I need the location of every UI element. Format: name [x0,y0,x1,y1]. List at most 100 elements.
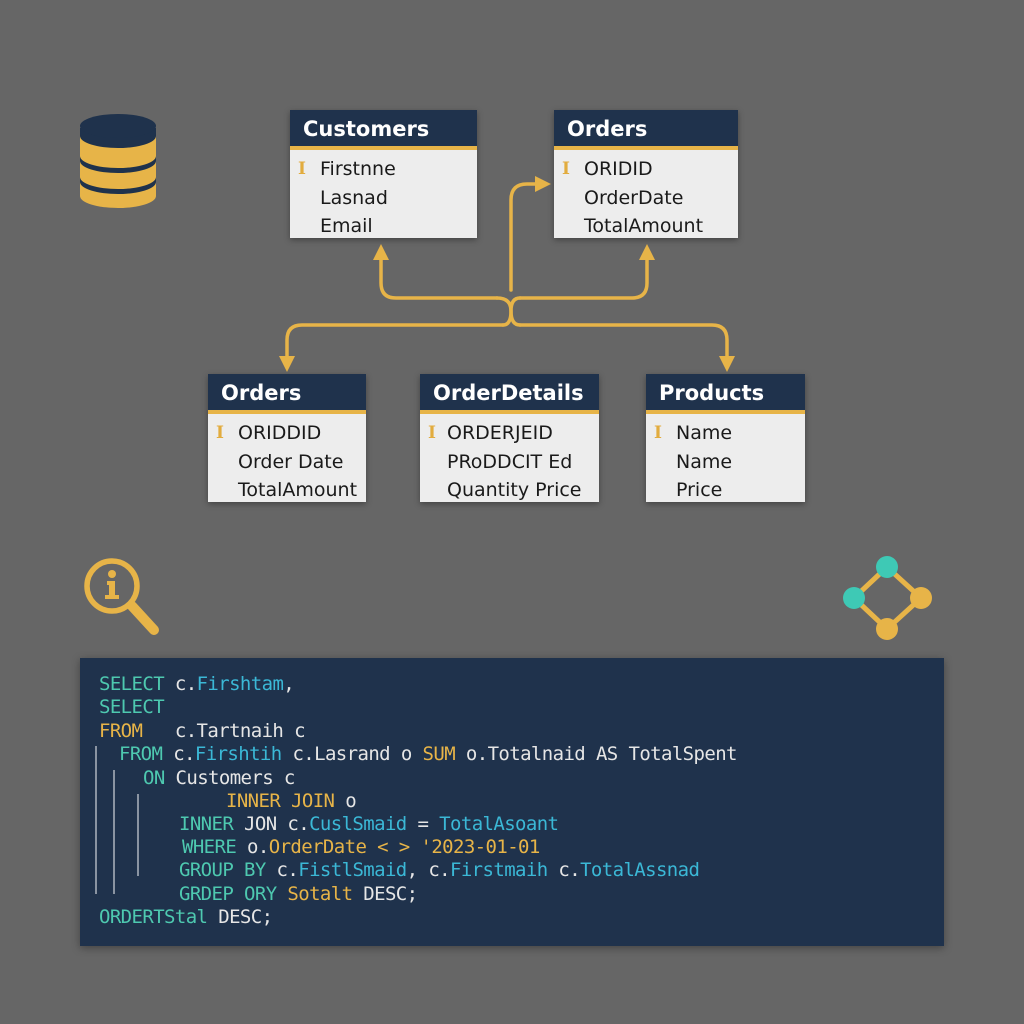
connector-junction-left [495,296,513,327]
field-name: TotalAmount [584,215,704,237]
code-token: TotalAssnad [580,859,700,881]
field-name: Name [676,422,733,444]
code-line: FROM c.Tartnaih c [99,720,306,742]
code-token: SUM [422,743,456,765]
primary-key-icon: I [654,423,662,443]
primary-key-icon: I [298,159,306,179]
primary-key-icon: I [562,159,570,179]
field-name: ORIDDID [238,422,322,444]
code-token: ORDERTStal [99,906,208,928]
field-row: I ORIDDID [208,419,366,448]
connector-to-products [518,323,729,360]
code-line: FROM c.Firshtih c.Lasrand o SUM o.Totaln… [119,743,737,765]
field-row: Price [646,476,805,505]
connector-to-orders-top [518,256,649,300]
field-row: I Name [646,419,805,448]
arrowhead-orders-bottom [279,356,295,372]
field-name: Firstnne [320,158,396,180]
field-row: OrderDate [554,184,738,213]
table-title: Orders [208,374,366,414]
code-token: INNER JOIN [226,790,335,812]
field-row: TotalAmount [554,212,738,241]
code-token: SELECT [99,696,165,718]
code-token: Sotalt [276,883,353,905]
code-line: SELECT [99,696,165,718]
primary-key-icon: I [428,423,436,443]
code-line: GRDEP ORY Sotalt DESC; [179,883,418,905]
indent-guide [113,770,115,894]
code-token: GRDEP ORY [179,883,277,905]
field-row: I ORDERJEID [420,419,599,448]
table-title: Products [646,374,805,414]
code-token: , c. [406,859,451,881]
primary-key-icon: I [216,423,224,443]
indent-guide [95,746,97,894]
table-title: OrderDetails [420,374,599,414]
field-name: Quantity Price [447,479,582,501]
code-token: Firstmaih [450,859,548,881]
field-name: Lasnad [320,186,388,209]
code-line: ON Customers c [143,767,295,789]
code-token: DESC; [207,906,273,928]
code-token: WHERE [182,836,237,858]
code-token: Firshtih [194,743,282,765]
connector-junction-right [509,296,522,327]
table-customers[interactable]: Customers I Firstnne Lasnad Email [290,110,477,238]
code-token: JON c. [233,813,310,835]
indent-guide [137,794,139,876]
code-token: GROUP BY [179,859,266,881]
code-token: Customers c [164,767,296,789]
field-name: TotalAmount [238,479,358,501]
code-token: o.Totalnaid AS TotalSpent [455,743,738,765]
code-token: OrderDate < > '2023-01-01 [268,836,541,858]
code-token: c. [547,859,581,881]
table-products[interactable]: Products I Name Name Price [646,374,805,502]
table-order-details[interactable]: OrderDetails I ORDERJEID PRoDDCIT Ed Quan… [420,374,599,502]
field-name: Price [676,479,723,501]
info-magnifier-icon [84,558,159,635]
code-token: c.Tartnaih c [142,720,306,742]
connector-to-orders-side [509,182,539,292]
table-title: Customers [290,110,477,150]
database-icon [80,114,156,208]
code-line: SELECT c.Firshtam, [99,673,295,695]
code-token: c. [265,859,299,881]
code-token: o. [236,836,269,858]
field-name: Order Date [238,450,344,473]
code-token: ON [143,767,165,789]
field-row: Name [646,448,805,477]
field-row: I ORIDID [554,155,738,184]
code-token: DESC; [352,883,418,905]
field-row: I Firstnne [290,155,477,184]
connector-to-orders-bottom [285,323,505,360]
field-name: ORDERJEID [447,422,553,444]
code-token: Firshtam [196,673,284,695]
code-line: WHERE o.OrderDate < > '2023-01-01 [182,836,540,858]
field-row: Lasnad [290,184,477,213]
code-token: , [283,673,295,695]
field-name: OrderDate [584,186,684,209]
code-token: SELECT [99,673,165,695]
field-row: Order Date [208,448,366,477]
code-token: c. [164,673,197,695]
table-orders-top[interactable]: Orders I ORIDID OrderDate TotalAmount [554,110,738,238]
field-row: Quantity Price [420,476,599,505]
network-nodes-icon [843,556,932,640]
code-token: FistlSmaid [298,859,407,881]
arrowhead-products [719,356,735,372]
code-token: o [334,790,357,812]
table-title: Orders [554,110,738,150]
field-row: PRoDDCIT Ed [420,448,599,477]
arrowhead-customers [373,244,389,260]
code-token: c.Lasrand o [281,743,423,765]
connector-to-customers [379,256,499,300]
code-token: c. [162,743,195,765]
field-name: ORIDID [584,158,653,180]
code-token: TotalAsoant [439,813,559,835]
field-row: TotalAmount [208,476,366,505]
table-orders-bottom[interactable]: Orders I ORIDDID Order Date TotalAmount [208,374,366,502]
code-token: = [406,813,440,835]
field-name: Email [320,215,373,237]
